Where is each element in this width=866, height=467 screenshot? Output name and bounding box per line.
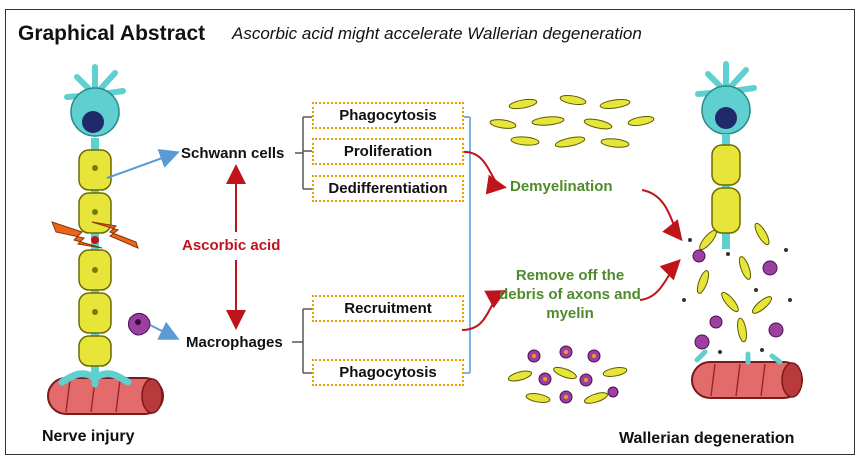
injury-bolt-right-icon xyxy=(91,221,139,249)
schwann-cells-label: Schwann cells xyxy=(181,145,285,162)
injured-neuron-illustration xyxy=(47,64,164,415)
schwann-process-proliferation: Proliferation xyxy=(312,138,464,165)
macrophage-cell-cluster xyxy=(507,345,628,404)
macrophage-bracket xyxy=(292,308,312,374)
process-join-bracket xyxy=(463,116,471,374)
outcome-debris-removal: Remove off the debris of axons and myeli… xyxy=(499,267,641,322)
ascorbic-acid-label: Ascorbic acid xyxy=(182,237,281,254)
neuron-soma-left xyxy=(64,64,126,137)
schwann-process-phagocytosis: Phagocytosis xyxy=(312,102,464,129)
figure-subtitle: Ascorbic acid might accelerate Wallerian… xyxy=(232,24,642,43)
figure-title: Graphical Abstract xyxy=(18,22,206,45)
schwann-process-dedifferentiation: Dedifferentiation xyxy=(312,175,464,202)
arrow-debris-to-degeneration xyxy=(639,259,681,301)
macrophage-process-phagocytosis: Phagocytosis xyxy=(312,359,464,386)
injury-bolt-left-icon xyxy=(51,221,103,249)
macrophage-process-recruitment: Recruitment xyxy=(312,295,464,322)
nerve-injury-label: Nerve injury xyxy=(42,428,135,445)
muscle-fiber-right xyxy=(691,361,803,399)
schwann-bracket xyxy=(295,116,312,190)
schwann-cell-cluster xyxy=(489,94,655,148)
macrophages-label: Macrophages xyxy=(186,334,283,351)
arrow-to-demyelination xyxy=(461,150,507,195)
arrow-demyelination-to-degeneration xyxy=(641,189,683,242)
myelin-sheath-right xyxy=(711,144,741,234)
myelin-sheath-left xyxy=(78,149,112,367)
wallerian-degeneration-label: Wallerian degeneration xyxy=(619,430,795,447)
axon-myelin-debris xyxy=(682,222,792,365)
arrow-to-debris-removal xyxy=(461,290,507,331)
arrow-to-macrophages xyxy=(149,321,180,340)
arrow-to-schwann xyxy=(106,149,180,179)
degenerating-neuron-illustration xyxy=(682,61,803,399)
outcome-demyelination: Demyelination xyxy=(510,178,613,195)
figure-frame xyxy=(5,9,855,455)
nerve-terminal-left xyxy=(58,370,132,388)
neuron-soma-right xyxy=(695,61,757,135)
injury-site-icon xyxy=(91,236,99,244)
muscle-fiber-left xyxy=(47,377,164,415)
macrophage-icon xyxy=(127,312,151,336)
